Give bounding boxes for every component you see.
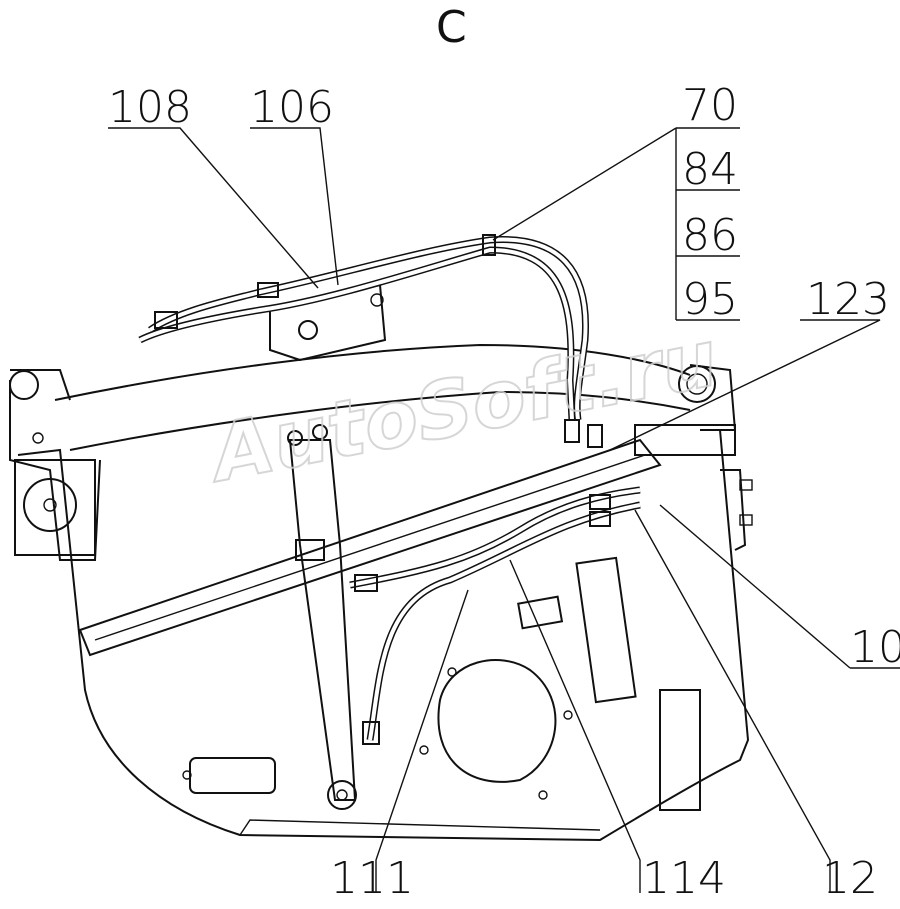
boom-arm — [9, 343, 737, 451]
callout-108: 108 — [108, 82, 192, 133]
watermark: AutoSoft.ru — [200, 314, 725, 501]
right-valve-block — [634, 424, 753, 551]
lower-beam — [78, 438, 662, 657]
callout-106: 106 — [250, 82, 334, 133]
plate-features — [182, 556, 701, 811]
lower-hose — [349, 486, 641, 745]
callout-95: 95 — [682, 274, 738, 325]
callout-111: 111 — [330, 853, 414, 904]
hydraulic-cylinder — [287, 424, 357, 810]
callout-12: 12 — [822, 853, 878, 904]
callouts: 108 106 70 84 86 95 123 10 111 114 12 — [108, 80, 900, 904]
view-label: C — [436, 2, 467, 53]
callout-10: 10 — [850, 622, 900, 673]
callout-114: 114 — [642, 853, 726, 904]
callout-70: 70 — [682, 80, 738, 131]
upper-hose — [138, 234, 603, 448]
callout-123: 123 — [806, 274, 890, 325]
callout-86: 86 — [682, 210, 738, 261]
callout-84: 84 — [682, 144, 738, 195]
leader-lines — [108, 127, 900, 893]
left-bracket — [14, 432, 96, 556]
